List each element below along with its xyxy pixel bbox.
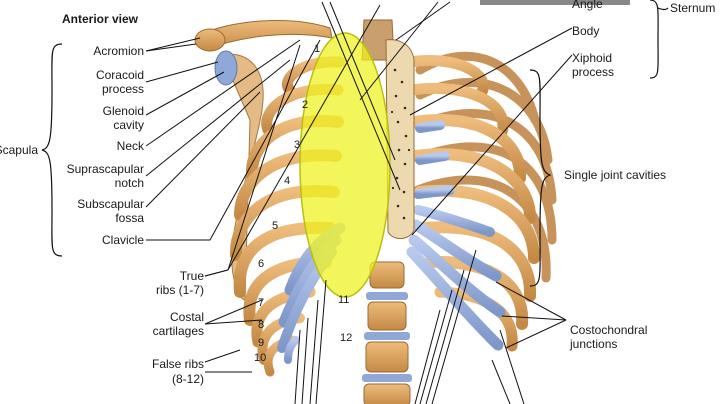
- label-costal-1: Costal: [170, 310, 204, 324]
- label-subscapular-2: fossa: [115, 211, 144, 225]
- label-false-ribs-2: (8-12): [172, 372, 204, 386]
- rib-number: 5: [272, 220, 278, 232]
- heading-anterior-view: Anterior view: [62, 12, 139, 26]
- rib-number: 3: [294, 139, 300, 151]
- label-highlight-bar: [480, 0, 630, 5]
- rib-number: 8: [258, 319, 264, 331]
- rib-number: 11: [338, 294, 349, 306]
- label-subscapular-1: Subscapular: [77, 197, 144, 211]
- label-sternum: Sternum: [670, 1, 715, 15]
- label-single-joint-cavities: Single joint cavities: [564, 168, 666, 182]
- label-xiphoid-1: Xiphoid: [572, 51, 612, 65]
- label-true-ribs-1: True: [180, 269, 205, 283]
- brackets: [41, 0, 669, 287]
- rib-number: 9: [258, 337, 264, 349]
- label-glenoid-2: cavity: [113, 118, 144, 132]
- label-true-ribs-2: ribs (1-7): [156, 283, 204, 297]
- label-xiphoid-2: process: [572, 65, 614, 79]
- rib-number: 4: [284, 175, 290, 187]
- label-clavicle: Clavicle: [102, 233, 144, 247]
- label-coracoid-1: Coracoid: [96, 68, 144, 82]
- label-body: Body: [572, 24, 599, 38]
- label-suprascapular-2: notch: [115, 176, 144, 190]
- rib-number: 10: [254, 352, 266, 364]
- label-neck: Neck: [117, 139, 145, 153]
- leader-lines: [145, 1, 573, 404]
- right-anterior-ribs: [404, 55, 540, 352]
- rib-number: 12: [340, 332, 352, 344]
- highlight-oval: [299, 32, 391, 298]
- label-angle: Angle: [572, 0, 603, 11]
- label-costochondral-1: Costochondral: [570, 323, 647, 337]
- label-costal-2: cartilages: [153, 324, 204, 338]
- rib-number: 1: [314, 43, 320, 55]
- label-glenoid-1: Glenoid: [103, 104, 144, 118]
- label-coracoid-2: process: [102, 82, 144, 96]
- label-suprascapular-1: Suprascapular: [67, 162, 144, 176]
- vertebral-column: [362, 261, 412, 404]
- labels-left: Anterior view Acromion Coracoid process …: [0, 12, 204, 386]
- rib-number: 2: [302, 99, 308, 111]
- labels-right: Angle Body Xiphoid process Sternum Singl…: [480, 0, 715, 351]
- label-acromion: Acromion: [93, 44, 144, 58]
- rib-number-labels: 1 2 3 4 5 6 7 8 9 10 11 12: [254, 43, 352, 364]
- label-scapula: Scapula: [0, 143, 38, 157]
- label-false-ribs-1: False ribs: [152, 357, 204, 371]
- rib-number: 6: [258, 258, 264, 270]
- label-costochondral-2: junctions: [569, 337, 617, 351]
- rib-number: 7: [258, 297, 264, 309]
